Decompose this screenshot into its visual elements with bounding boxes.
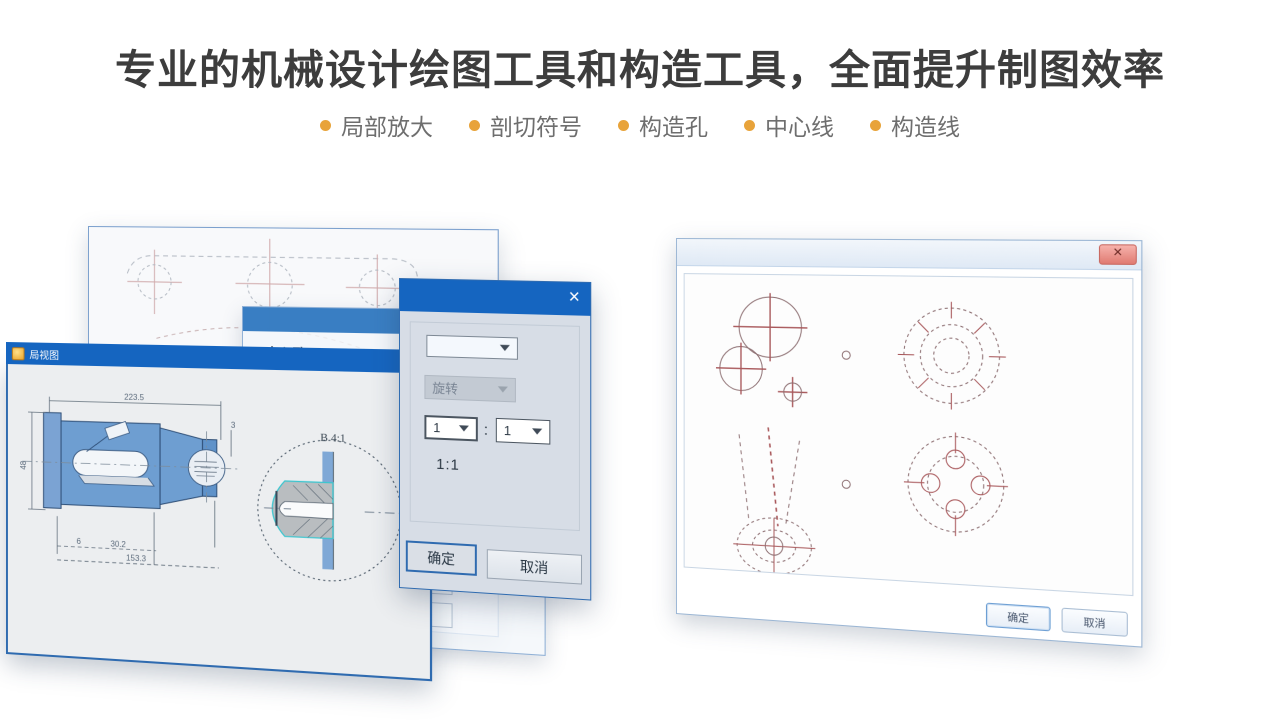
svg-text:223.5: 223.5 bbox=[124, 393, 144, 403]
detail-view-window[interactable]: 局视图 bbox=[6, 342, 433, 682]
feature-bullet-label: 中心线 bbox=[765, 114, 834, 140]
centerline-preview-area bbox=[683, 273, 1134, 597]
app-icon bbox=[11, 346, 25, 360]
feature-bullet-4: 构造线 bbox=[870, 108, 960, 142]
feature-bullet-3: 中心线 bbox=[744, 108, 834, 142]
rotate-select: 旋转 bbox=[424, 374, 516, 403]
detail-view-label: B 4:1 bbox=[320, 432, 345, 446]
ratio-left-value: 1 bbox=[433, 419, 441, 436]
feature-bullet-label: 局部放大 bbox=[341, 114, 433, 140]
feature-bullet-label: 剖切符号 bbox=[490, 114, 582, 140]
detail-view-title: 局视图 bbox=[29, 349, 60, 362]
svg-text:3: 3 bbox=[231, 421, 236, 431]
centerline-window-titlebar[interactable]: ✕ bbox=[676, 239, 1142, 271]
chevron-down-icon bbox=[532, 428, 543, 435]
mechanical-drawing-svg: 223.5 3 48 6 30.2 153.3 B 4:1 bbox=[19, 393, 430, 679]
close-icon[interactable]: ✕ bbox=[1098, 244, 1137, 265]
feature-bullet-label: 构造孔 bbox=[639, 114, 708, 140]
bullet-dot-icon bbox=[618, 119, 629, 131]
feature-bullet-label: 构造线 bbox=[891, 114, 960, 140]
centerline-window[interactable]: ✕ bbox=[676, 238, 1143, 648]
bullet-dot-icon bbox=[469, 119, 480, 131]
bullet-dot-icon bbox=[320, 119, 331, 131]
rotate-select-value: 旋转 bbox=[432, 380, 458, 397]
ratio-left-select[interactable]: 1 bbox=[424, 415, 478, 442]
scale-dialog[interactable]: × 旋转 1 : 1 1:1 确定 取消 bbox=[399, 278, 592, 601]
scale-dialog-panel: 旋转 1 : 1 1:1 bbox=[409, 321, 580, 532]
chevron-down-icon bbox=[458, 425, 469, 432]
ratio-right-value: 1 bbox=[503, 422, 512, 439]
shape-select[interactable] bbox=[426, 334, 518, 360]
ratio-result: 1:1 bbox=[436, 455, 460, 474]
ok-button[interactable]: 确定 bbox=[405, 540, 477, 576]
feature-bullet-1: 剖切符号 bbox=[469, 108, 582, 142]
feature-bullet-0: 局部放大 bbox=[320, 108, 433, 142]
svg-text:30.2: 30.2 bbox=[110, 539, 125, 549]
feature-bullet-2: 构造孔 bbox=[618, 108, 708, 142]
chevron-down-icon bbox=[497, 386, 508, 393]
feature-bullet-list: 局部放大 剖切符号 构造孔 中心线 构造线 bbox=[0, 108, 1280, 142]
cancel-button[interactable]: 取消 bbox=[1061, 607, 1128, 637]
window-stack: ✕ bbox=[0, 180, 1280, 720]
bullet-dot-icon bbox=[744, 119, 755, 131]
ratio-colon: : bbox=[483, 421, 488, 439]
svg-text:153.3: 153.3 bbox=[126, 553, 146, 563]
page-title: 专业的机械设计绘图工具和构造工具，全面提升制图效率 bbox=[115, 47, 1165, 93]
chevron-down-icon bbox=[499, 344, 510, 352]
svg-text:6: 6 bbox=[77, 537, 81, 546]
cancel-button[interactable]: 取消 bbox=[486, 549, 583, 585]
close-icon[interactable]: × bbox=[568, 286, 580, 309]
scale-dialog-titlebar[interactable]: × bbox=[399, 279, 591, 316]
bullet-dot-icon bbox=[870, 119, 881, 131]
centerline-window-footer: 确定 取消 bbox=[985, 602, 1128, 637]
centerline-samples-svg bbox=[685, 274, 1133, 595]
page-header: 专业的机械设计绘图工具和构造工具，全面提升制图效率 局部放大 剖切符号 构造孔 … bbox=[0, 0, 1280, 170]
svg-text:48: 48 bbox=[19, 461, 28, 470]
ok-button[interactable]: 确定 bbox=[985, 602, 1051, 632]
ratio-right-select[interactable]: 1 bbox=[495, 417, 551, 445]
